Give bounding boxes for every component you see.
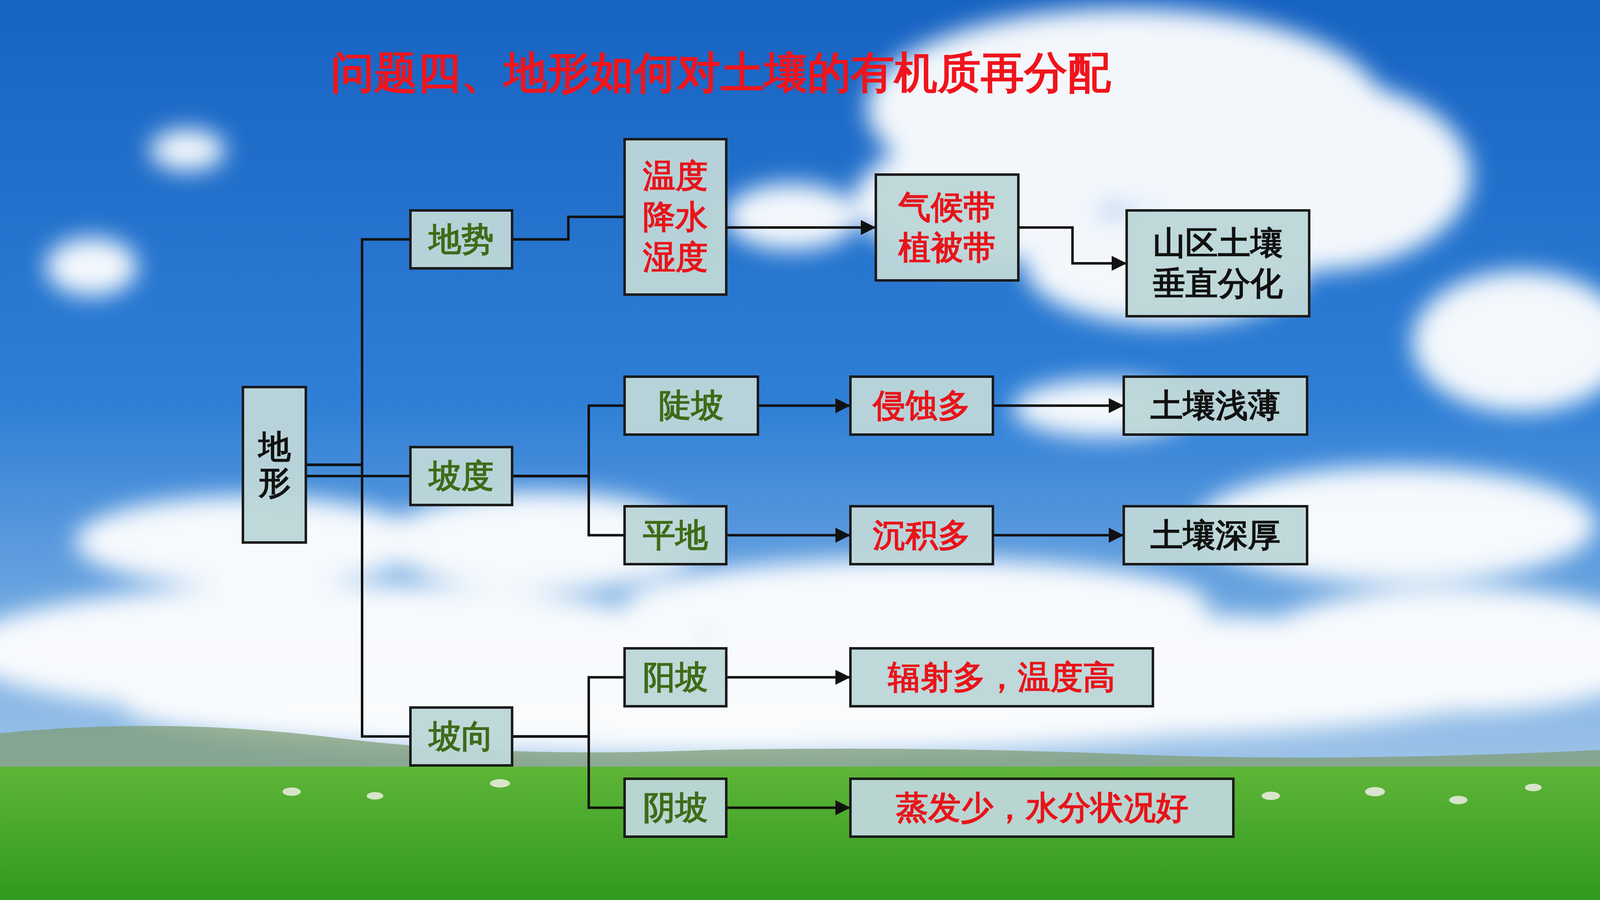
box-label: 山区土壤 垂直分化 xyxy=(1147,222,1288,305)
box-label: 土壤浅薄 xyxy=(1150,385,1281,427)
flow-arrow xyxy=(759,404,850,408)
bracket-line xyxy=(513,736,624,808)
root-box: 地形 xyxy=(241,385,308,544)
bracket-line xyxy=(513,476,624,536)
concept-box: 平地 xyxy=(623,505,728,566)
flow-arrow xyxy=(994,404,1123,408)
flow-arrow xyxy=(727,226,875,229)
box-label: 侵蚀多 xyxy=(872,385,971,427)
box-label: 温度 降水 湿度 xyxy=(639,155,712,278)
concept-box: 土壤深厚 xyxy=(1122,505,1309,566)
bracket-line xyxy=(307,239,410,465)
box-label: 地形 xyxy=(258,429,291,501)
concept-box: 侵蚀多 xyxy=(849,375,995,436)
flow-arrow xyxy=(1019,227,1126,264)
slide-title: 问题四、地形如何对土壤的有机质再分配 xyxy=(241,46,1200,99)
concept-box: 阴坡 xyxy=(623,777,728,838)
box-label: 陡坡 xyxy=(658,385,724,427)
bracket-line xyxy=(513,217,624,240)
concept-box: 坡度 xyxy=(409,445,514,507)
concept-box: 陡坡 xyxy=(623,375,760,436)
flow-arrow xyxy=(727,806,850,810)
concept-box: 阳坡 xyxy=(623,647,728,708)
flow-arrow xyxy=(994,534,1123,537)
box-label: 阴坡 xyxy=(642,787,708,829)
box-label: 坡向 xyxy=(428,716,494,758)
concept-box: 坡向 xyxy=(409,706,514,767)
box-label: 气候带 植被带 xyxy=(893,187,1001,269)
bracket-line xyxy=(307,475,410,478)
concept-box: 土壤浅薄 xyxy=(1122,375,1309,436)
box-label: 地势 xyxy=(428,219,494,260)
bracket-line xyxy=(307,465,410,737)
box-label: 土壤深厚 xyxy=(1150,515,1281,556)
flow-arrow xyxy=(727,534,850,537)
concept-box: 温度 降水 湿度 xyxy=(623,137,728,296)
bracket-line xyxy=(513,405,624,477)
concept-box: 辐射多，温度高 xyxy=(849,647,1155,708)
bracket-line xyxy=(513,677,624,737)
flow-arrow xyxy=(727,676,850,679)
box-label: 辐射多，温度高 xyxy=(887,657,1116,698)
concept-box: 气候带 植被带 xyxy=(874,173,1020,282)
box-label: 沉积多 xyxy=(872,515,971,556)
concept-box: 山区土壤 垂直分化 xyxy=(1125,209,1311,318)
concept-box: 地势 xyxy=(409,209,514,270)
box-label: 蒸发少，水分状况好 xyxy=(895,787,1189,829)
box-label: 坡度 xyxy=(428,455,494,497)
concept-box: 沉积多 xyxy=(849,505,995,566)
box-label: 阳坡 xyxy=(642,657,708,698)
concept-box: 蒸发少，水分状况好 xyxy=(849,777,1235,838)
box-label: 平地 xyxy=(642,515,708,556)
